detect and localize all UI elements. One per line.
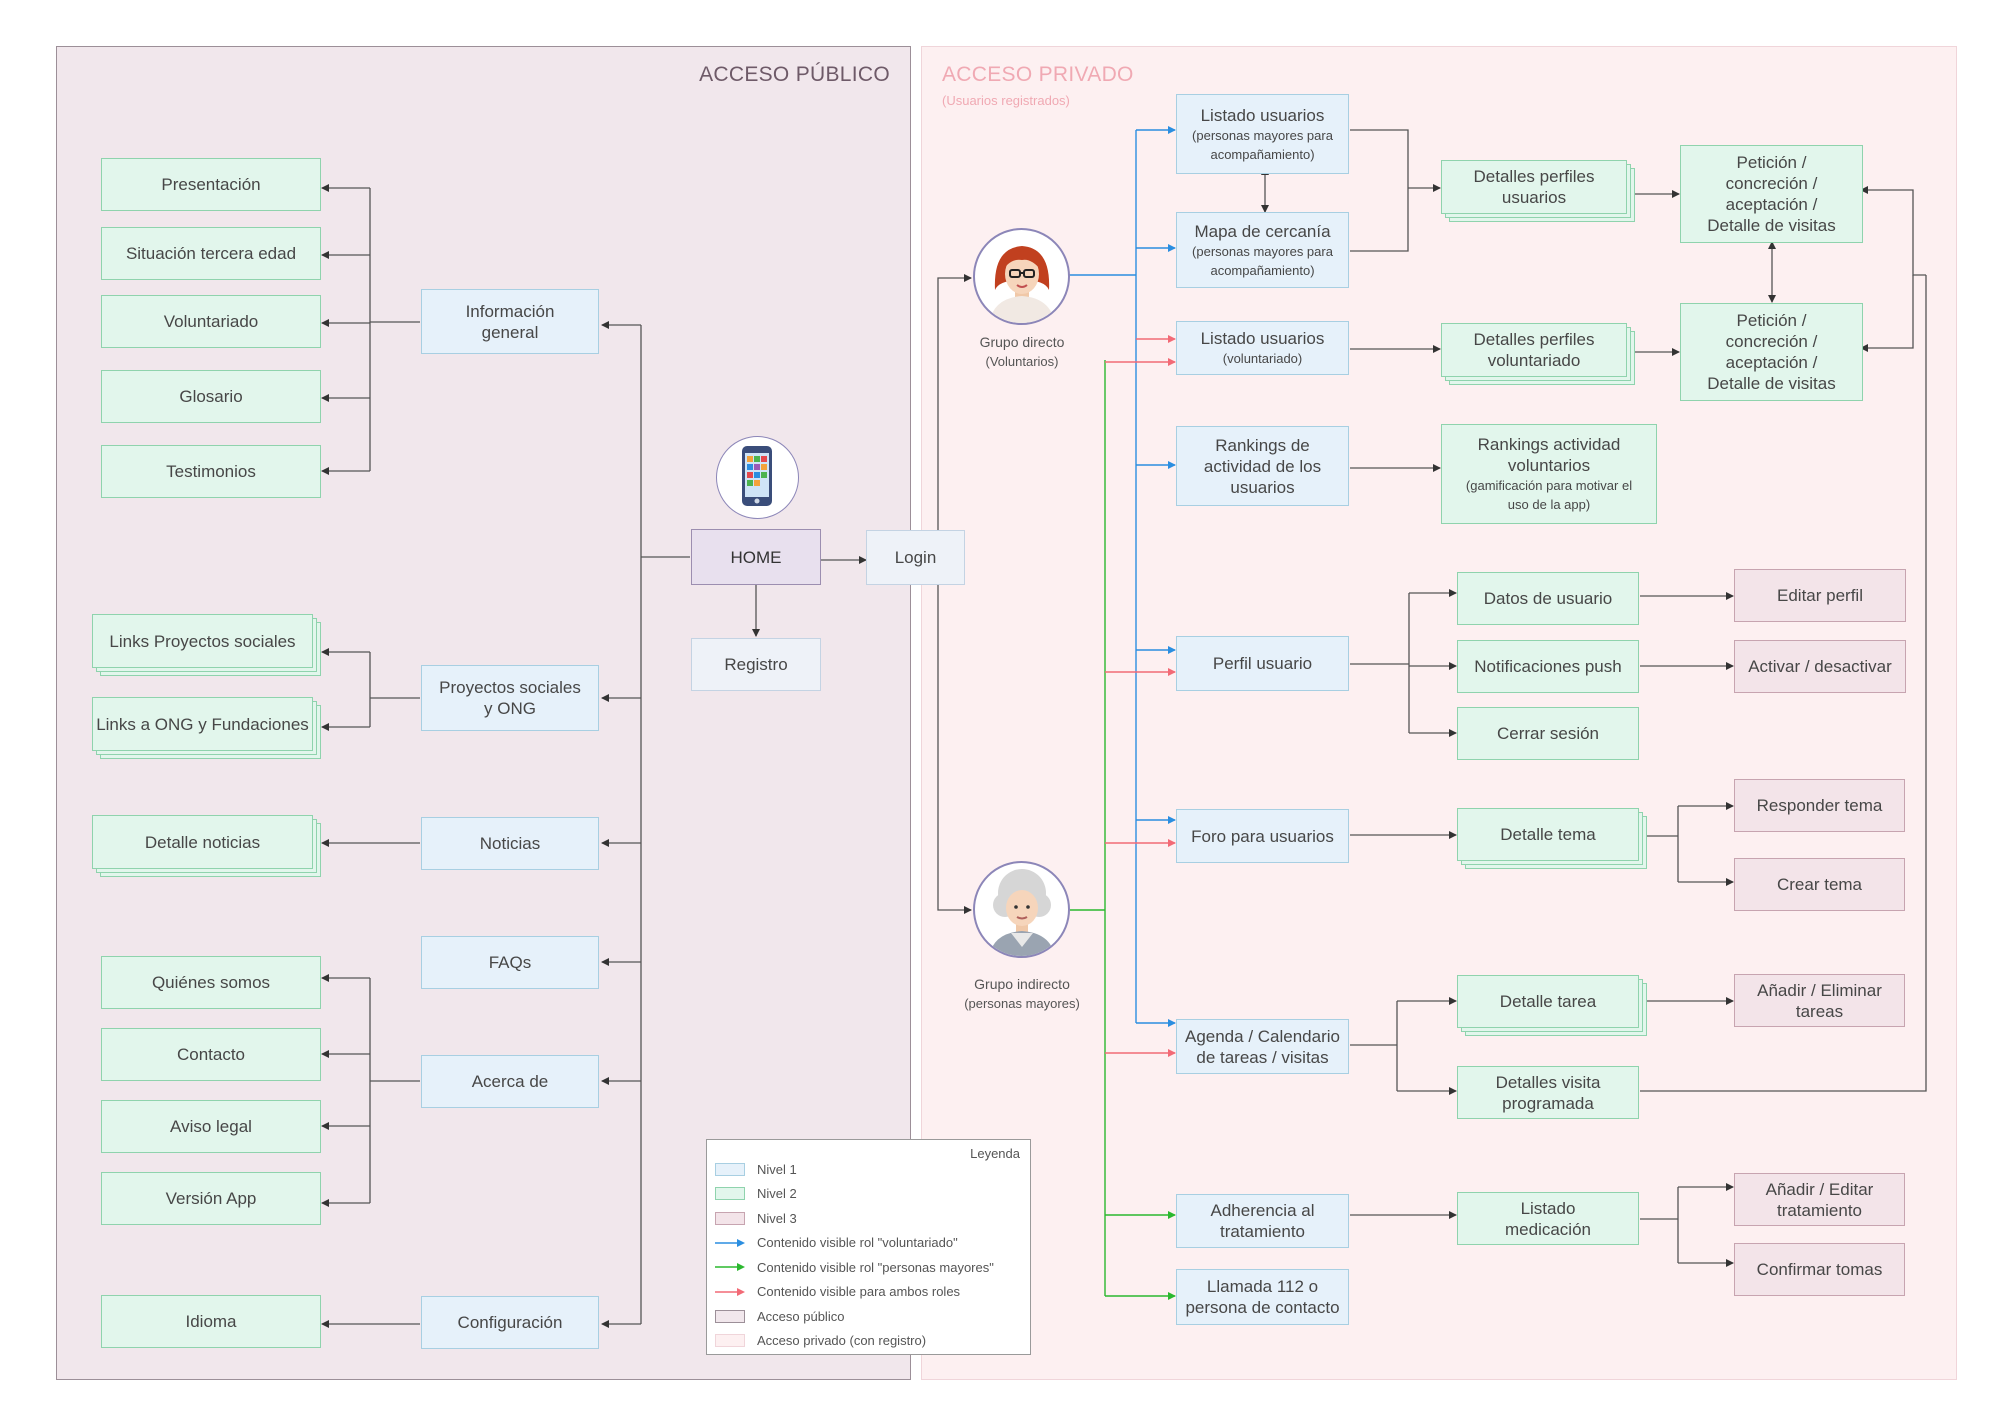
grupo-directo-label: Grupo directo (Voluntarios) (955, 332, 1089, 372)
acerca-version-app[interactable]: Versión App (101, 1172, 321, 1225)
listado-medicacion[interactable]: Listado medicación (1457, 1192, 1639, 1245)
info-voluntariado[interactable]: Voluntariado (101, 295, 321, 348)
legend-item: Contenido visible rol "voluntariado" (715, 1234, 958, 1252)
faqs[interactable]: FAQs (421, 936, 599, 989)
detalles-visita-programada[interactable]: Detalles visita programada (1457, 1066, 1639, 1119)
rankings-voluntarios-subtitle: (gamificación para motivar el uso de la … (1465, 478, 1633, 512)
legend-item-label: Acceso público (757, 1308, 845, 1324)
peticion-detalle-visitas-1[interactable]: Petición / concreción / aceptación / Det… (1680, 145, 1863, 243)
legend-item-label: Nivel 2 (757, 1186, 797, 1201)
detalle-tema[interactable]: Detalle tema (1457, 808, 1639, 861)
legend-item-label: Contenido visible para ambos roles (757, 1284, 961, 1299)
legend-arrow-icon (715, 1238, 745, 1247)
datos-usuario[interactable]: Datos de usuario (1457, 572, 1639, 625)
detalles-perfiles-voluntariado[interactable]: Detalles perfiles voluntariado (1441, 323, 1627, 377)
listado-voluntariado-title: Listado usuarios (1200, 329, 1325, 348)
anadir-eliminar-tareas[interactable]: Añadir / Eliminar tareas (1734, 974, 1905, 1027)
info-presentacion[interactable]: Presentación (101, 158, 321, 211)
home-node[interactable]: HOME (691, 529, 821, 585)
volunteer-avatar-icon (973, 228, 1070, 325)
grupo-indirecto-label: Grupo indirecto (personas mayores) (945, 974, 1099, 1014)
acerca-contacto[interactable]: Contacto (101, 1028, 321, 1081)
private-access-subtitle: (Usuarios registrados) (942, 93, 1070, 108)
anadir-editar-tratamiento[interactable]: Añadir / Editar tratamiento (1734, 1173, 1905, 1226)
rankings-voluntarios-node[interactable]: Rankings actividad voluntarios (gamifica… (1441, 424, 1657, 524)
acerca-de[interactable]: Acerca de (421, 1055, 599, 1108)
legend-item-label: Contenido visible rol "personas mayores" (757, 1259, 994, 1275)
rankings-usuarios-node[interactable]: Rankings de actividad de los usuarios (1176, 426, 1349, 506)
legend-arrow-icon (715, 1263, 745, 1271)
links-ong-fundaciones[interactable]: Links a ONG y Fundaciones (92, 697, 313, 751)
grupo-directo-title: Grupo directo (979, 334, 1065, 350)
info-situacion-tercera-edad[interactable]: Situación tercera edad (101, 227, 321, 280)
grupo-directo-subtitle: (Voluntarios) (985, 354, 1059, 369)
responder-tema[interactable]: Responder tema (1734, 779, 1905, 832)
legend-item: Acceso público (715, 1307, 844, 1325)
listado-usuarios-subtitle: (personas mayores para acompañamiento) (1192, 127, 1333, 162)
configuracion[interactable]: Configuración (421, 1296, 599, 1349)
legend-item: Acceso privado (con registro) (715, 1332, 926, 1350)
perfil-usuario-node[interactable]: Perfil usuario (1176, 636, 1349, 691)
legend-swatch (715, 1211, 745, 1225)
idioma[interactable]: Idioma (101, 1295, 321, 1348)
info-glosario[interactable]: Glosario (101, 370, 321, 423)
activar-desactivar[interactable]: Activar / desactivar (1734, 640, 1906, 693)
legend-item: Contenido visible para ambos roles (715, 1283, 960, 1301)
proyectos-sociales-ong[interactable]: Proyectos sociales y ONG (421, 665, 599, 731)
rankings-voluntarios-title: Rankings actividad voluntarios (1477, 435, 1621, 475)
notificaciones-push[interactable]: Notificaciones push (1457, 640, 1639, 693)
private-access-title: ACCESO PRIVADO (942, 63, 1134, 86)
legend-title: Leyenda (970, 1146, 1020, 1161)
legend-item-label: Nivel 3 (757, 1210, 797, 1226)
detalle-tarea[interactable]: Detalle tarea (1457, 975, 1639, 1028)
legend-item: Nivel 2 (715, 1185, 797, 1203)
smartphone-icon (716, 436, 799, 519)
grupo-indirecto-subtitle: (personas mayores) (964, 996, 1080, 1011)
legend-swatch (715, 1334, 745, 1347)
detalle-noticias[interactable]: Detalle noticias (92, 815, 313, 869)
legend-swatch (715, 1162, 745, 1176)
adherencia-tratamiento-node[interactable]: Adherencia al tratamiento (1176, 1194, 1349, 1248)
crear-tema[interactable]: Crear tema (1734, 858, 1905, 911)
legend-arrow-icon (715, 1287, 745, 1296)
listado-usuarios-node[interactable]: Listado usuarios (personas mayores para … (1176, 94, 1349, 174)
legend-item-label: Nivel 1 (757, 1161, 797, 1177)
noticias[interactable]: Noticias (421, 817, 599, 870)
legend-item-label: Acceso privado (con registro) (757, 1333, 927, 1348)
legend-item-label: Contenido visible rol "voluntariado" (757, 1235, 958, 1250)
informacion-general[interactable]: Información general (421, 289, 599, 354)
legend-item: Nivel 1 (715, 1160, 797, 1178)
peticion-detalle-visitas-2[interactable]: Petición / concreción / aceptación / Det… (1680, 303, 1863, 401)
legend-item: Nivel 3 (715, 1209, 797, 1227)
agenda-calendario-node[interactable]: Agenda / Calendario de tareas / visitas (1176, 1019, 1349, 1074)
foro-usuarios-node[interactable]: Foro para usuarios (1176, 809, 1349, 863)
cerrar-sesion[interactable]: Cerrar sesión (1457, 707, 1639, 760)
registro-node[interactable]: Registro (691, 638, 821, 691)
login-node[interactable]: Login (866, 530, 965, 585)
listado-usuarios-title: Listado usuarios (1200, 105, 1325, 125)
legend: Leyenda Nivel 1 Nivel 2 Nivel 3 Contenido v… (706, 1139, 1031, 1355)
detalles-perfiles-usuarios[interactable]: Detalles perfiles usuarios (1441, 160, 1627, 214)
grupo-indirecto-title: Grupo indirecto (974, 976, 1070, 992)
legend-item: Contenido visible rol "personas mayores" (715, 1258, 994, 1276)
llamada-112-node[interactable]: Llamada 112 o persona de contacto (1176, 1269, 1349, 1325)
editar-perfil[interactable]: Editar perfil (1734, 569, 1906, 622)
acerca-aviso-legal[interactable]: Aviso legal (101, 1100, 321, 1153)
mapa-cercania-title: Mapa de cercanía (1194, 221, 1331, 241)
legend-swatch (715, 1187, 745, 1200)
elderly-avatar-icon (973, 861, 1070, 958)
mapa-cercania-subtitle: (personas mayores para acompañamiento) (1192, 243, 1333, 278)
public-access-title: ACCESO PÚBLICO (699, 63, 890, 86)
listado-voluntariado-node[interactable]: Listado usuarios (voluntariado) (1176, 321, 1349, 375)
listado-voluntariado-subtitle: (voluntariado) (1222, 351, 1303, 366)
info-testimonios[interactable]: Testimonios (101, 445, 321, 498)
legend-swatch (715, 1309, 745, 1323)
acerca-quienes-somos[interactable]: Quiénes somos (101, 956, 321, 1009)
mapa-cercania-node[interactable]: Mapa de cercanía (personas mayores para … (1176, 212, 1349, 288)
confirmar-tomas[interactable]: Confirmar tomas (1734, 1243, 1905, 1296)
links-proyectos-sociales[interactable]: Links Proyectos sociales (92, 614, 313, 668)
